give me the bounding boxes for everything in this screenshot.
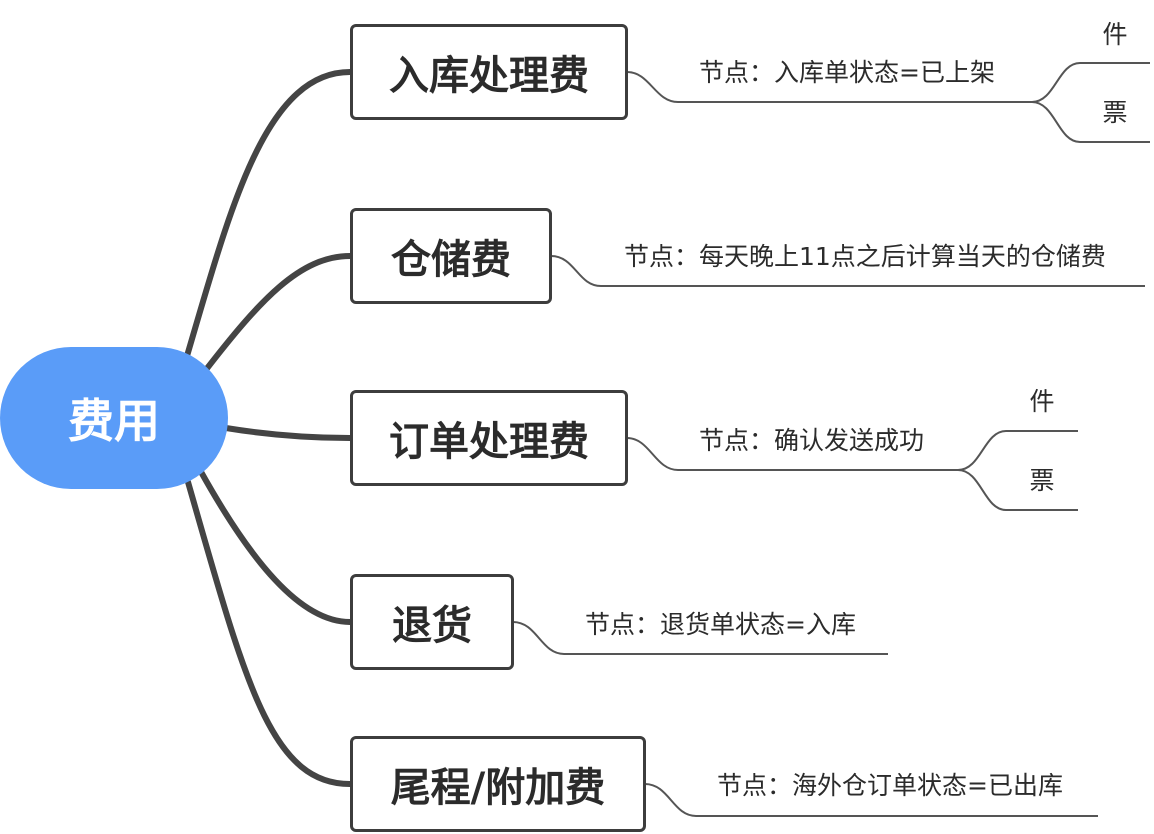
connector-node-1-to-leaf-2: [1031, 101, 1150, 143]
branch-label: 仓储费: [391, 237, 511, 283]
leaf-inbound-ticket: 票: [1102, 98, 1128, 127]
connector-branch-5-to-node: [644, 783, 1098, 817]
root-node-fees[interactable]: 费用: [0, 347, 228, 489]
branch-order-processing-fee[interactable]: 订单处理费: [350, 390, 628, 486]
connector-branch-2-to-node: [550, 255, 1145, 287]
node-storage: 节点：每天晚上11点之后计算当天的仓储费: [624, 242, 1106, 271]
branch-returns[interactable]: 退货: [350, 574, 514, 670]
branch-label: 退货: [392, 603, 472, 649]
branch-label: 订单处理费: [389, 419, 589, 465]
node-order-processing: 节点：确认发送成功: [699, 426, 925, 455]
connector-root-to-branch-4: [197, 467, 353, 625]
branch-label: 尾程/附加费: [390, 765, 606, 811]
connector-root-to-branch-5: [185, 479, 353, 787]
branch-label: 入库处理费: [389, 53, 589, 99]
root-node-label: 费用: [68, 394, 160, 448]
connector-root-to-branch-3: [223, 425, 353, 441]
connector-branch-4-to-node: [512, 621, 888, 655]
leaf-inbound-piece: 件: [1102, 20, 1128, 49]
branch-storage-fee[interactable]: 仓储费: [350, 208, 552, 304]
leaf-order-piece: 件: [1029, 387, 1055, 416]
connector-node-1-to-leaf-1: [1031, 62, 1150, 103]
node-returns: 节点：退货单状态=入库: [585, 610, 856, 639]
branch-inbound-processing-fee[interactable]: 入库处理费: [350, 24, 628, 120]
connector-branch-3-to-node: [626, 437, 958, 471]
leaf-order-ticket: 票: [1029, 466, 1055, 495]
connector-node-3-to-leaf-2: [957, 469, 1078, 511]
connector-branch-1-to-node: [626, 71, 1032, 103]
node-inbound-processing: 节点：入库单状态=已上架: [699, 58, 995, 87]
branch-last-mile-surcharge[interactable]: 尾程/附加费: [350, 736, 646, 832]
connector-root-to-branch-1: [184, 69, 353, 359]
connector-root-to-branch-2: [202, 253, 353, 374]
node-last-mile: 节点：海外仓订单状态=已出库: [717, 771, 1063, 800]
connector-node-3-to-leaf-1: [957, 430, 1078, 471]
